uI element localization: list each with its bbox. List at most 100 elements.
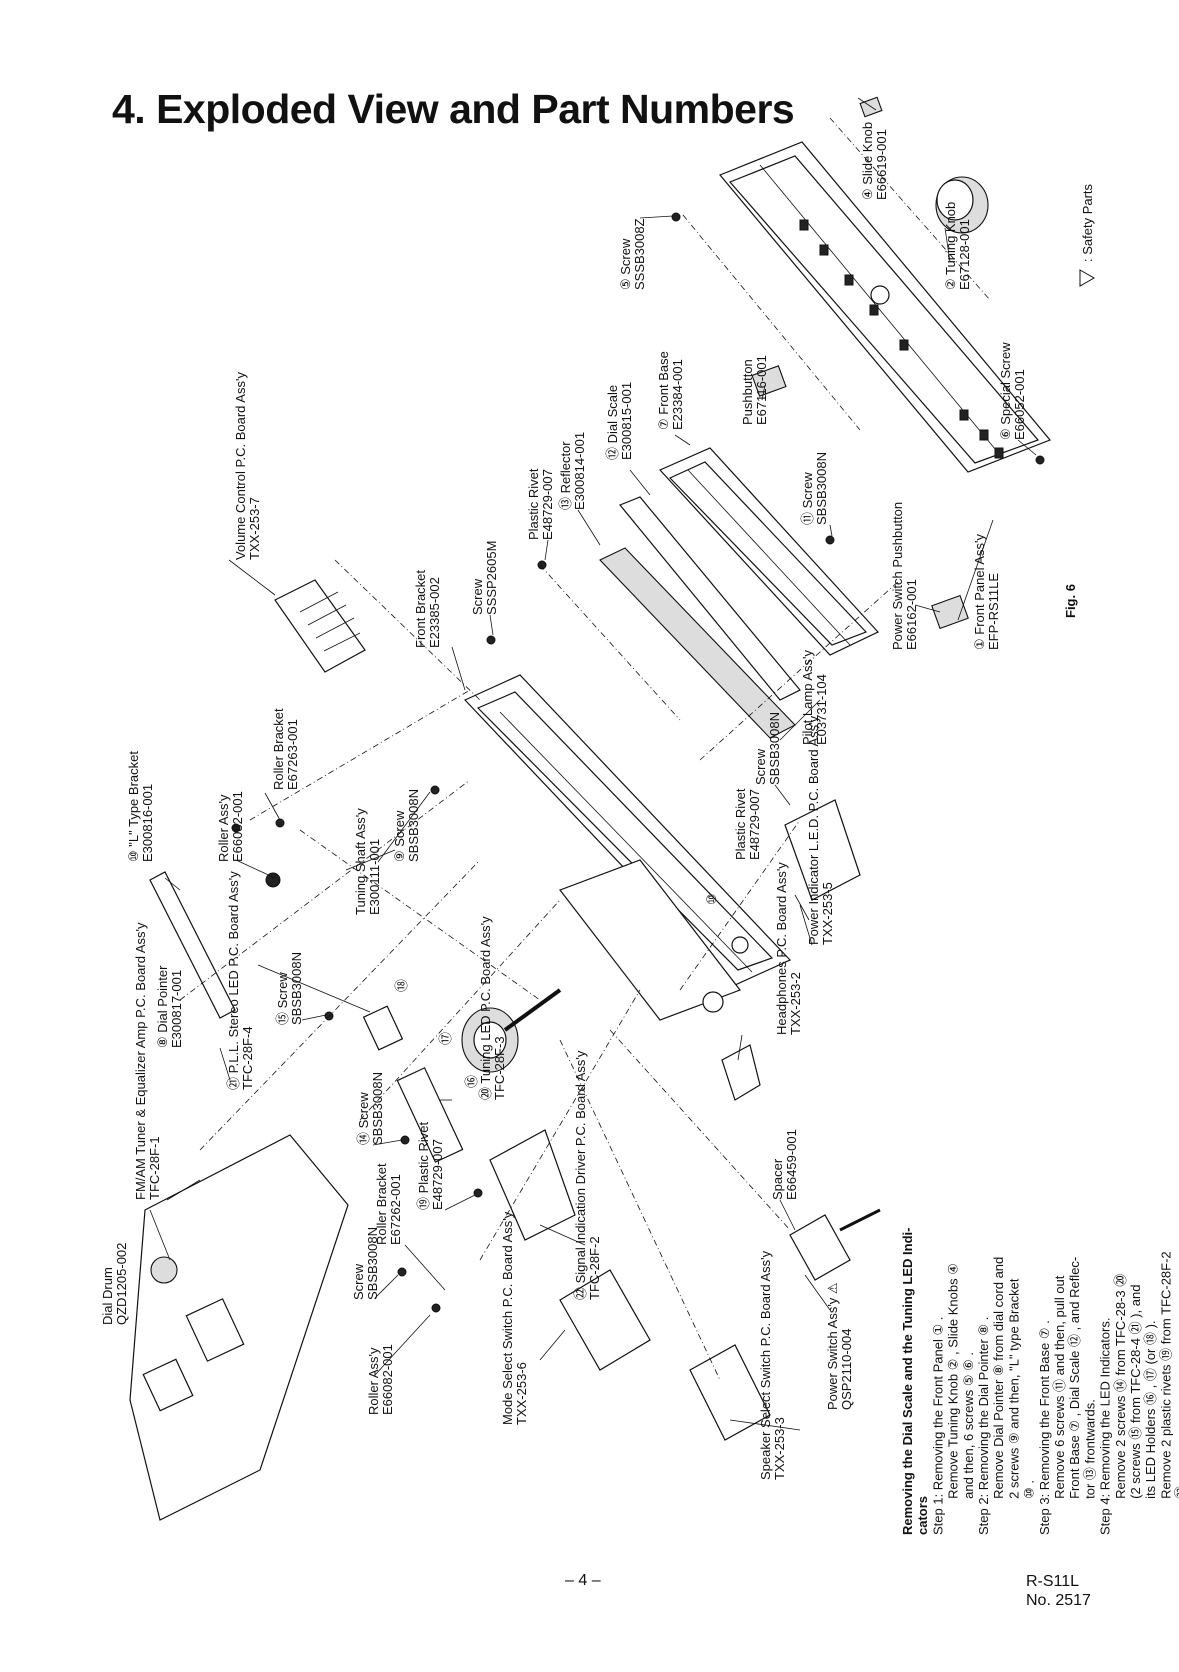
part-number: E03731-104 — [814, 674, 829, 745]
part-name: Plastic Rivet — [526, 468, 541, 540]
part-number: E300814-001 — [572, 432, 587, 510]
part-number: E66459-001 — [784, 1129, 799, 1200]
part-number: SSSP2605M — [484, 541, 499, 615]
procedure-line: Removing the Dial Scale and the Tuning L… — [900, 1228, 915, 1535]
part-label: ⑮ ScrewSBSB3008N — [275, 952, 304, 1025]
part-number: SSSB3008Z — [632, 218, 647, 290]
part-label: Roller BracketE67263-001 — [271, 708, 300, 790]
part-number: QSP2110-004 — [839, 1329, 854, 1410]
part-label: Mode Select Switch P.C. Board Ass'yTXX-2… — [500, 1211, 529, 1425]
part-name: ② Tuning Knob — [943, 202, 958, 290]
part-name: FM/AM Tuner & Equalizer Amp P.C. Board A… — [133, 922, 148, 1200]
part-number: E66162-001 — [904, 579, 919, 650]
part-name: ⑮ Screw — [275, 972, 290, 1025]
part-label: ⑤ ScrewSSSB3008Z — [618, 218, 647, 290]
part-label: Roller Ass'yE66082-001 — [216, 791, 245, 862]
part-label: Power Switch PushbuttonE66162-001 — [890, 502, 919, 650]
callout-markers: ⑯ ⑰ ⑱ ⑩ — [394, 893, 719, 1088]
callout-10: ⑩ — [704, 893, 719, 905]
tuning-led-board-shape — [396, 1067, 464, 1163]
part-number: SBSB3008N — [814, 452, 829, 525]
l-bracket-shape — [149, 871, 236, 1019]
pushbutton-shape — [751, 365, 787, 397]
part-number: E300817-001 — [169, 970, 184, 1048]
procedure-line: Remove 2 plastic rivets ⑲ from TFC-28F-2 — [1158, 1251, 1173, 1535]
chassis-shape — [463, 674, 792, 1021]
drawing-shapes — [129, 96, 1051, 1521]
safety-legend-text: : Safety Parts — [1080, 183, 1095, 262]
part-number: E66082-001 — [380, 1344, 395, 1415]
part-label: ⑩ "L" Type BracketE300816-001 — [126, 751, 155, 862]
procedure-line: Remove Dial Pointer ⑧ from dial cord and — [991, 1257, 1006, 1535]
part-label: ② Tuning KnobE67128-001 — [943, 202, 972, 290]
pll-led-board-shape — [362, 1005, 404, 1051]
figure-label: Fig. 6 — [1063, 584, 1078, 618]
part-name: Tuning Shaft Ass'y — [353, 808, 368, 915]
part-number: SBSB3008N — [365, 1227, 380, 1300]
tuning-shaft-shape — [461, 988, 562, 1073]
part-label: ScrewSBSB3008N — [753, 712, 782, 785]
part-number: SBSB3008N — [406, 789, 421, 862]
part-name: ⑳ Tuning LED P.C. Board Ass'y — [478, 916, 493, 1100]
power-indicator-board-shape — [784, 799, 861, 901]
part-label: PushbuttonE67116-001 — [740, 355, 769, 425]
part-number: TXX-253-3 — [772, 1417, 787, 1480]
part-label: ⑥ Special ScrewE66052-001 — [998, 342, 1027, 440]
procedure-line: ⑩ . — [1022, 1480, 1037, 1535]
procedure-line: Front Base ⑦ , Dial Scale ⑫ , and Reflec… — [1067, 1257, 1082, 1535]
mode-switch-shape — [559, 1269, 651, 1371]
headphones-board-shape — [721, 1044, 761, 1101]
part-name: Roller Bracket — [374, 1163, 389, 1245]
part-name: Pushbutton — [740, 359, 755, 425]
part-name: ㉒ Signal Indication Driver P.C. Board As… — [573, 1050, 588, 1300]
model-number: R-S11L — [1026, 1573, 1080, 1590]
part-label: ⑧ Dial PointerE300817-001 — [155, 965, 184, 1048]
part-number: SBSB3008N — [289, 952, 304, 1025]
part-name: ⑬ Reflector — [558, 441, 573, 510]
part-label: ScrewSSSP2605M — [470, 541, 499, 615]
part-number: TXX-253-7 — [247, 497, 262, 560]
part-label: ⑬ ReflectorE300814-001 — [558, 432, 587, 510]
part-number: TXX-253-5 — [820, 882, 835, 945]
part-name: Screw — [351, 1263, 366, 1300]
part-label: ㉒ Signal Indication Driver P.C. Board As… — [573, 1050, 602, 1300]
part-name: ① Front Panel Ass'y — [972, 533, 987, 650]
part-name: Roller Ass'y — [216, 794, 231, 862]
part-number: E66619-001 — [874, 129, 889, 200]
procedure-line: 2 screws ⑨ and then, "L" type Bracket — [1006, 1278, 1021, 1535]
part-number: E300815-001 — [619, 382, 634, 460]
part-name: Roller Ass'y — [366, 1347, 381, 1415]
procedure-line: Remove 6 screws ⑪ and then, pull out — [1052, 1275, 1067, 1535]
part-name: Spacer — [770, 1158, 785, 1200]
part-label: Plastic RivetE48729-007 — [733, 788, 762, 860]
part-label: ㉑ P.L.L. Stereo LED P.C. Board Ass'yTFC-… — [226, 871, 255, 1090]
part-label: ① Front Panel Ass'yEFP-RS11LE — [972, 533, 1001, 650]
procedure-line: its LED Holders ⑯ , ⑰ (or ⑱ ). — [1143, 1320, 1158, 1535]
part-number: E67263-001 — [285, 719, 300, 790]
part-number: TFC-28F-2 — [587, 1236, 602, 1300]
part-label: ⑪ ScrewSBSB3008N — [800, 452, 829, 525]
procedure-line: cators — [915, 1496, 930, 1535]
part-name: Roller Bracket — [271, 708, 286, 790]
procedure-line: Remove 2 screws ⑭ from TFC-28-3 ⑳ — [1113, 1274, 1128, 1535]
part-label: Roller Ass'yE66082-001 — [366, 1344, 395, 1415]
part-label: Power Indicator L.E.D. P.C. Board Ass'yT… — [806, 715, 835, 945]
model-info: R-S11L No. 2517 — [1026, 1572, 1091, 1610]
part-number: TXX-253-2 — [788, 972, 803, 1035]
part-name: Volume Control P.C. Board Ass'y — [233, 372, 248, 560]
assembly-lines — [179, 117, 991, 1381]
part-name: Front Bracket — [413, 570, 428, 648]
part-name: Screw — [470, 578, 485, 615]
procedure-line: Step 1: Removing the Front Panel ① . — [930, 1317, 945, 1535]
part-label: Speaker Select Switch P.C. Board Ass'yTX… — [758, 1250, 787, 1480]
part-name: Power Indicator L.E.D. P.C. Board Ass'y — [806, 715, 821, 945]
part-label: ⑦ Front BaseE23384-001 — [656, 351, 685, 430]
part-name: ⑧ Dial Pointer — [155, 965, 170, 1048]
part-label: ④ Slide KnobE66619-001 — [860, 122, 889, 200]
part-name: Speaker Select Switch P.C. Board Ass'y — [758, 1250, 773, 1480]
part-number: E48729-007 — [540, 469, 555, 540]
part-number: SBSB3008N — [370, 1072, 385, 1145]
part-name: Power Switch Ass'y ⚠ — [825, 1282, 840, 1410]
procedure-line: Remove Tuning Knob ② , Slide Knobs ④ — [946, 1263, 961, 1535]
part-label: Headphones P.C. Board Ass'yTXX-253-2 — [774, 862, 803, 1035]
